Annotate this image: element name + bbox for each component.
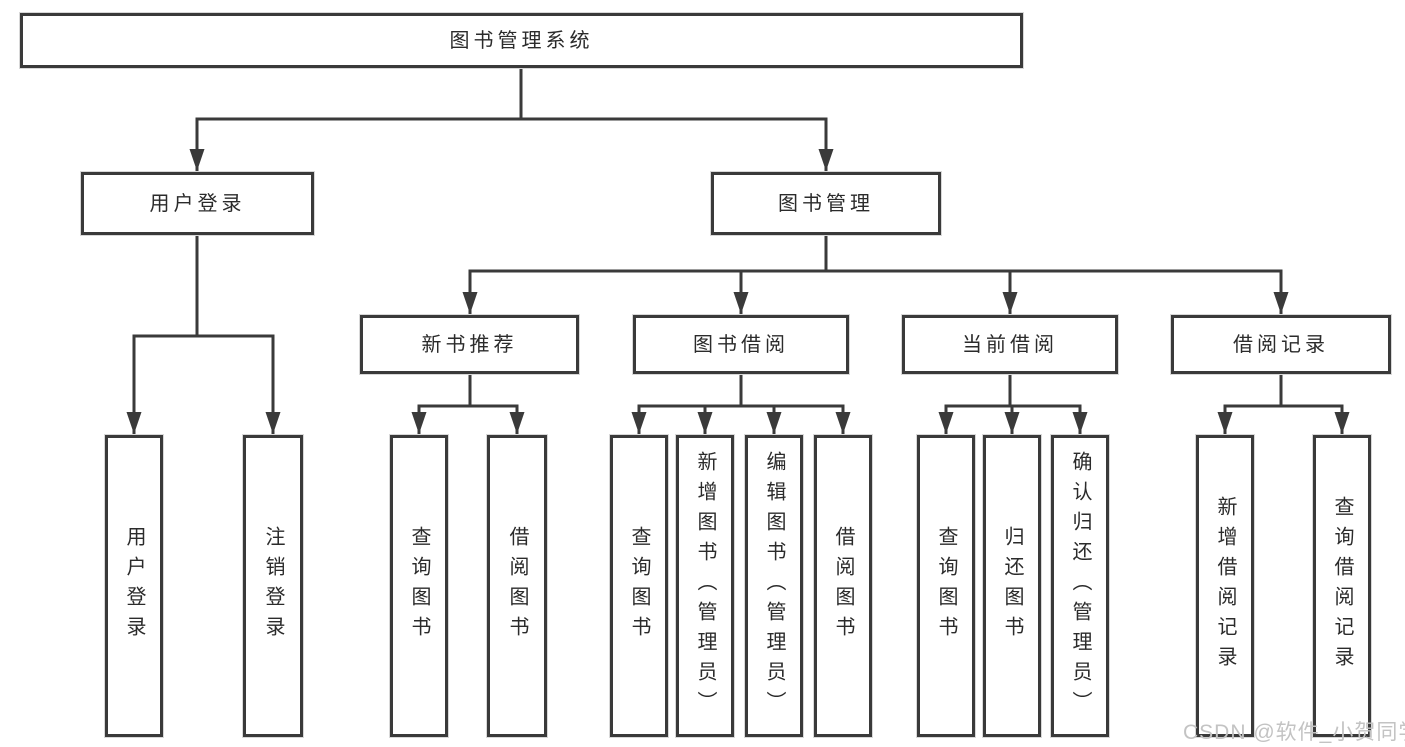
node-label: 借阅图书 — [506, 526, 528, 646]
node-label: 注销登录 — [262, 526, 284, 646]
node-label: 图书管理 — [778, 192, 874, 215]
node-label: 用户登录 — [123, 526, 145, 646]
node-borrowing-records: 借阅记录 — [1171, 315, 1391, 374]
node-new-book-recommendation: 新书推荐 — [360, 315, 579, 374]
node-label: 查询图书 — [935, 526, 957, 646]
leaf-query-books-recommend: 查询图书 — [390, 435, 448, 737]
leaf-return-books: 归还图书 — [983, 435, 1041, 737]
leaf-query-borrow-record: 查询借阅记录 — [1313, 435, 1371, 737]
leaf-add-book-admin: 新增图书（管理员） — [676, 435, 734, 737]
node-label: 归还图书 — [1001, 526, 1023, 646]
leaf-query-books-borrowing: 查询图书 — [610, 435, 668, 737]
node-library-system: 图书管理系统 — [20, 13, 1023, 68]
leaf-user-login: 用户登录 — [105, 435, 163, 737]
node-label: 图书借阅 — [693, 333, 789, 356]
node-label: 图书管理系统 — [449, 29, 594, 52]
node-user-login: 用户登录 — [81, 172, 314, 235]
csdn-watermark: CSDN @软件_小贺同学 — [1183, 721, 1405, 744]
node-label: 新增借阅记录 — [1214, 496, 1236, 676]
node-label: 新书推荐 — [421, 333, 518, 356]
node-label: 查询图书 — [628, 526, 650, 646]
node-label: 编辑图书（管理员） — [763, 451, 785, 721]
leaf-borrow-books: 借阅图书 — [814, 435, 872, 737]
node-label: 借阅记录 — [1233, 333, 1329, 356]
leaf-edit-book-admin: 编辑图书（管理员） — [745, 435, 803, 737]
node-label: 新增图书（管理员） — [694, 451, 716, 721]
node-label: 用户登录 — [149, 192, 246, 215]
node-label: 查询借阅记录 — [1331, 496, 1353, 676]
node-current-borrowing: 当前借阅 — [902, 315, 1118, 374]
leaf-query-books-current: 查询图书 — [917, 435, 975, 737]
leaf-borrow-books-recommend: 借阅图书 — [487, 435, 547, 737]
leaf-add-borrow-record: 新增借阅记录 — [1196, 435, 1254, 737]
node-label: 查询图书 — [408, 526, 430, 646]
node-label: 当前借阅 — [962, 333, 1058, 356]
leaf-logout-login: 注销登录 — [243, 435, 303, 737]
node-label: 借阅图书 — [832, 526, 854, 646]
leaf-confirm-return-admin: 确认归还（管理员） — [1051, 435, 1109, 737]
node-book-management: 图书管理 — [711, 172, 941, 235]
node-label: 确认归还（管理员） — [1069, 451, 1091, 721]
node-book-borrowing: 图书借阅 — [633, 315, 849, 374]
